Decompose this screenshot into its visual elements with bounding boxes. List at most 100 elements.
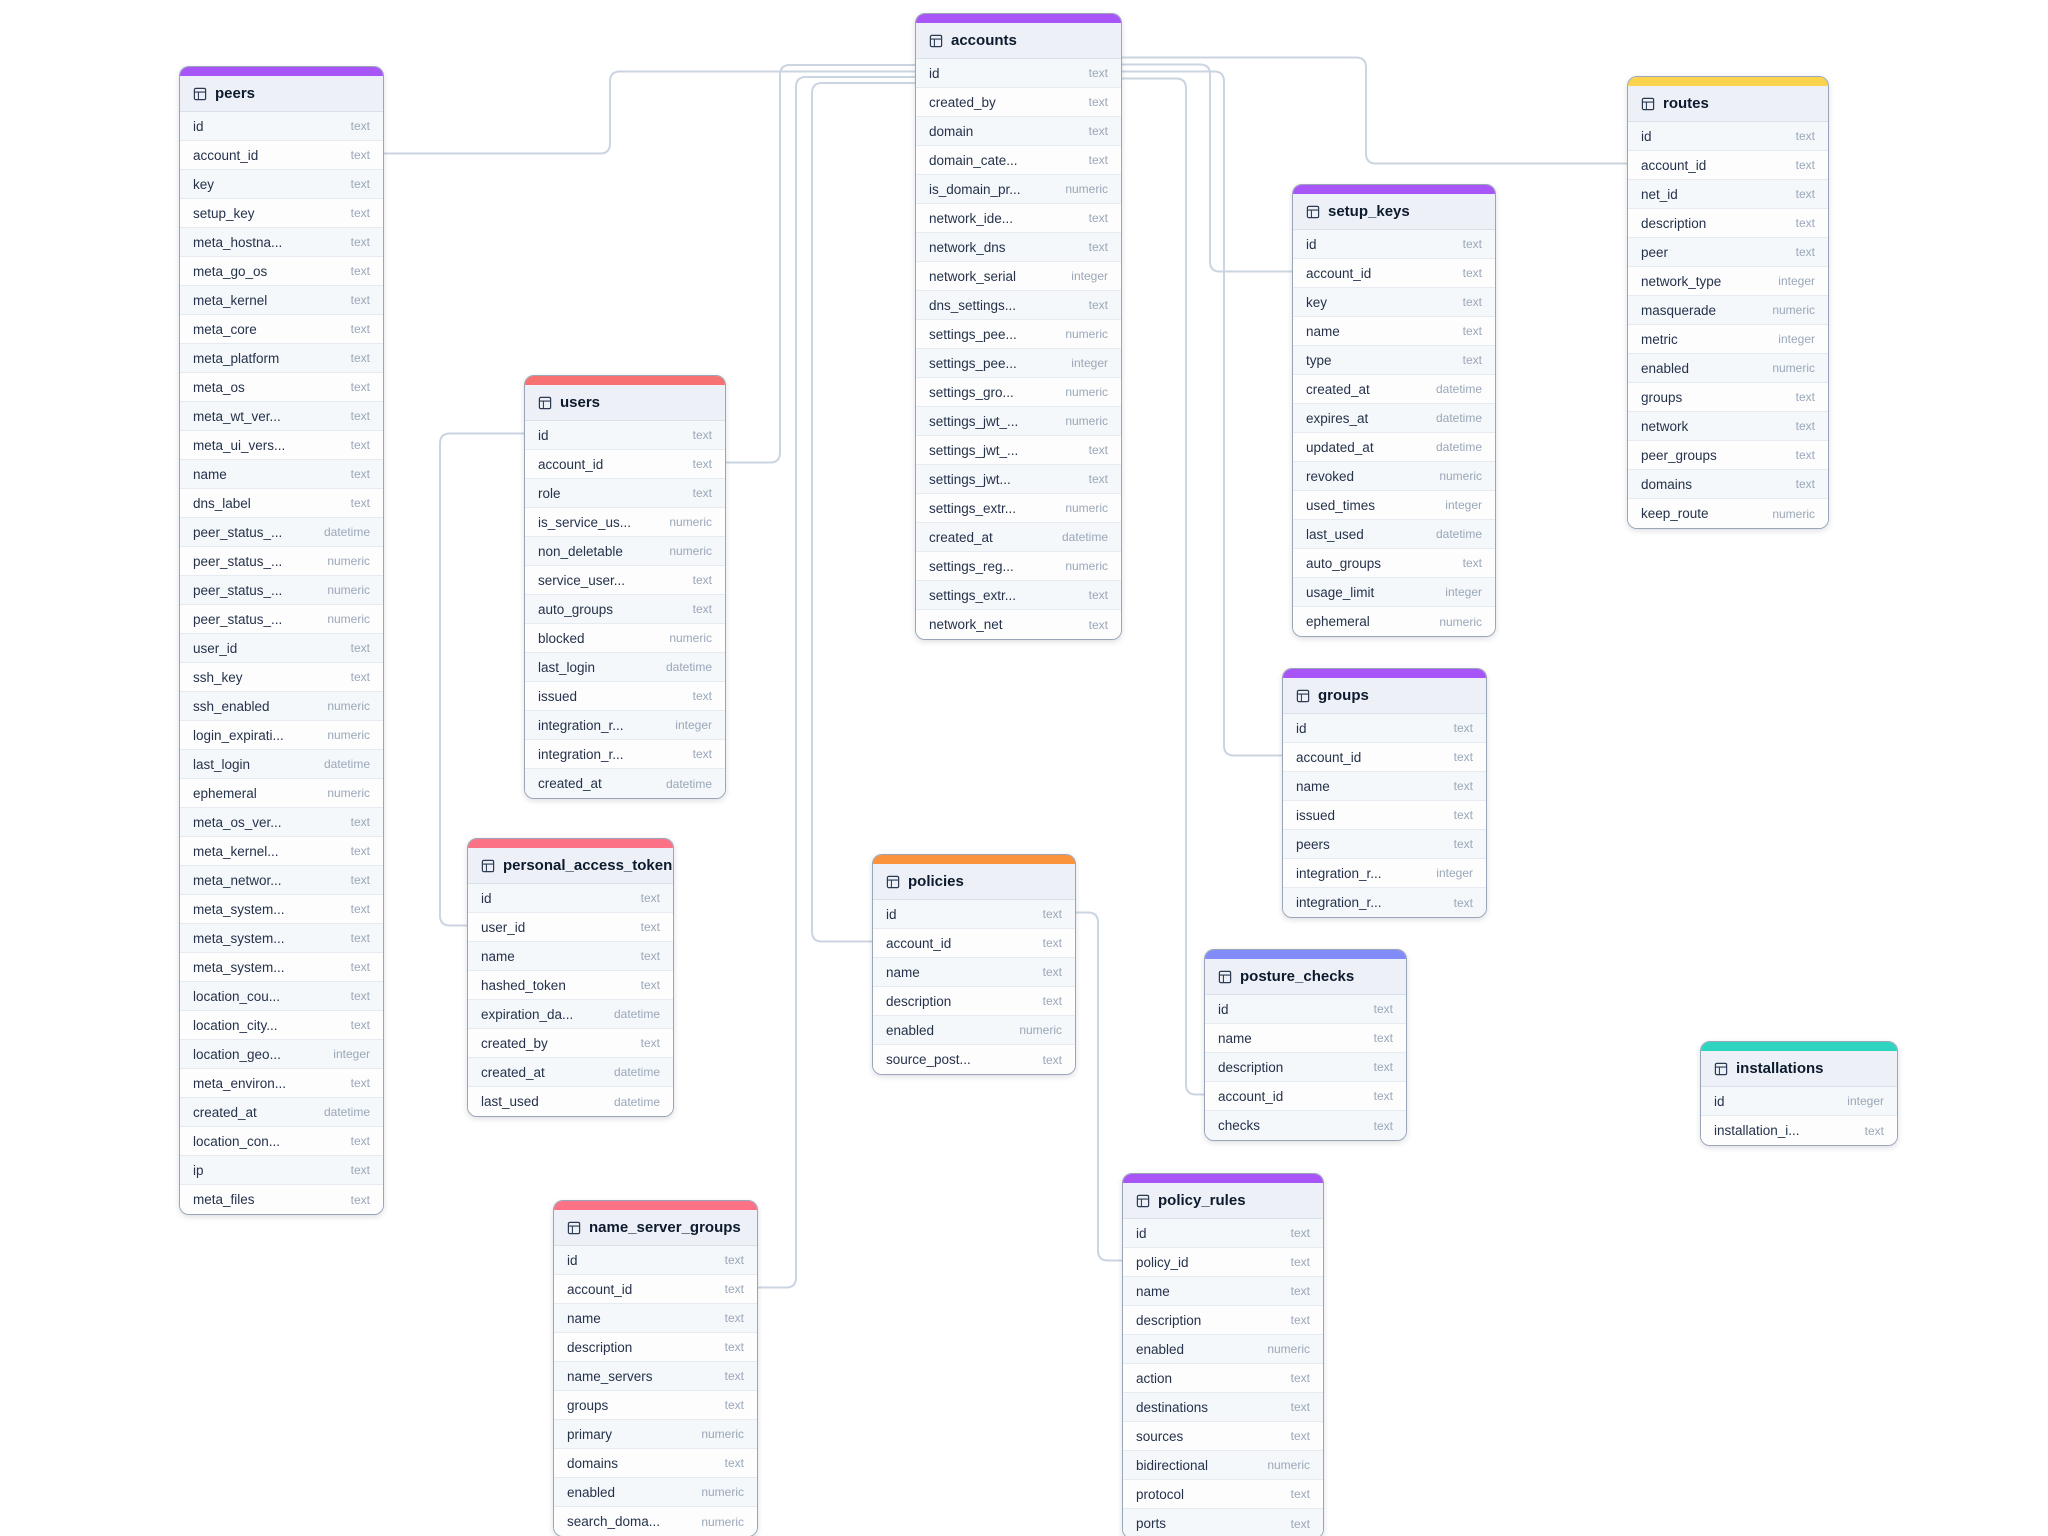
table-icon — [1296, 689, 1310, 702]
field-type: text — [1290, 1255, 1310, 1269]
field-type: text — [350, 902, 370, 916]
field-name: id — [538, 427, 549, 443]
field-name: id — [1296, 720, 1307, 736]
table-header[interactable]: peers — [180, 76, 383, 112]
field-name: auto_groups — [538, 601, 614, 617]
table-header[interactable]: posture_checks — [1205, 959, 1406, 995]
table-header[interactable]: policy_rules — [1123, 1183, 1323, 1219]
table-icon — [1714, 1062, 1728, 1075]
field-name: revoked — [1306, 468, 1355, 484]
field-name: settings_gro... — [929, 384, 1014, 400]
field-name: bidirectional — [1136, 1457, 1209, 1473]
field-type: text — [350, 351, 370, 365]
field-name: enabled — [1641, 360, 1690, 376]
field-name: meta_hostna... — [193, 234, 283, 250]
field-type: text — [1453, 779, 1473, 793]
field-name: settings_jwt... — [929, 471, 1011, 487]
field-row: settings_jwt_...numeric — [916, 407, 1121, 436]
field-name: peer — [1641, 244, 1669, 260]
field-type: text — [1088, 66, 1108, 80]
field-type: datetime — [665, 776, 712, 791]
table-header[interactable]: name_server_groups — [554, 1210, 757, 1246]
field-name: id — [1641, 128, 1652, 144]
field-name: account_id — [193, 147, 259, 163]
field-type: text — [692, 573, 712, 587]
table-icon — [1641, 97, 1655, 110]
table-accent-bar — [525, 376, 725, 385]
field-row: integration_r...text — [1283, 888, 1486, 917]
field-type: numeric — [669, 544, 712, 558]
table-header[interactable]: installations — [1701, 1051, 1897, 1087]
field-name: created_at — [1306, 381, 1370, 397]
table-header[interactable]: accounts — [916, 23, 1121, 59]
field-type: text — [640, 978, 660, 992]
field-type: text — [1042, 936, 1062, 950]
field-row: search_doma...numeric — [554, 1507, 757, 1536]
table-header[interactable]: routes — [1628, 86, 1828, 122]
field-name: settings_extr... — [929, 587, 1017, 603]
table-header[interactable]: users — [525, 385, 725, 421]
table-accent-bar — [1283, 669, 1486, 678]
relationship-edge-groups-accounts — [1120, 70, 1282, 757]
field-name: dns_label — [193, 495, 251, 511]
field-name: meta_wt_ver... — [193, 408, 281, 424]
field-name: expiration_da... — [481, 1006, 574, 1022]
table-accent-bar — [873, 855, 1075, 864]
table-header[interactable]: policies — [873, 864, 1075, 900]
field-name: description — [1641, 215, 1707, 231]
field-name: domain_cate... — [929, 152, 1018, 168]
field-name: id — [1306, 236, 1317, 252]
table-header[interactable]: setup_keys — [1293, 194, 1495, 230]
field-type: text — [350, 960, 370, 974]
field-name: net_id — [1641, 186, 1678, 202]
table-header[interactable]: personal_access_tokens — [468, 848, 673, 884]
field-name: account_id — [538, 456, 604, 472]
field-type: integer — [1071, 269, 1108, 283]
field-type: text — [1042, 994, 1062, 1008]
field-name: name — [886, 964, 920, 980]
field-name: network — [1641, 418, 1689, 434]
table-header[interactable]: groups — [1283, 678, 1486, 714]
field-name: location_geo... — [193, 1046, 281, 1062]
field-type: numeric — [1065, 385, 1108, 399]
table-accent-bar — [916, 14, 1121, 23]
field-name: search_doma... — [567, 1514, 661, 1529]
field-name: is_service_us... — [538, 514, 632, 530]
field-name: integration_r... — [538, 717, 624, 733]
